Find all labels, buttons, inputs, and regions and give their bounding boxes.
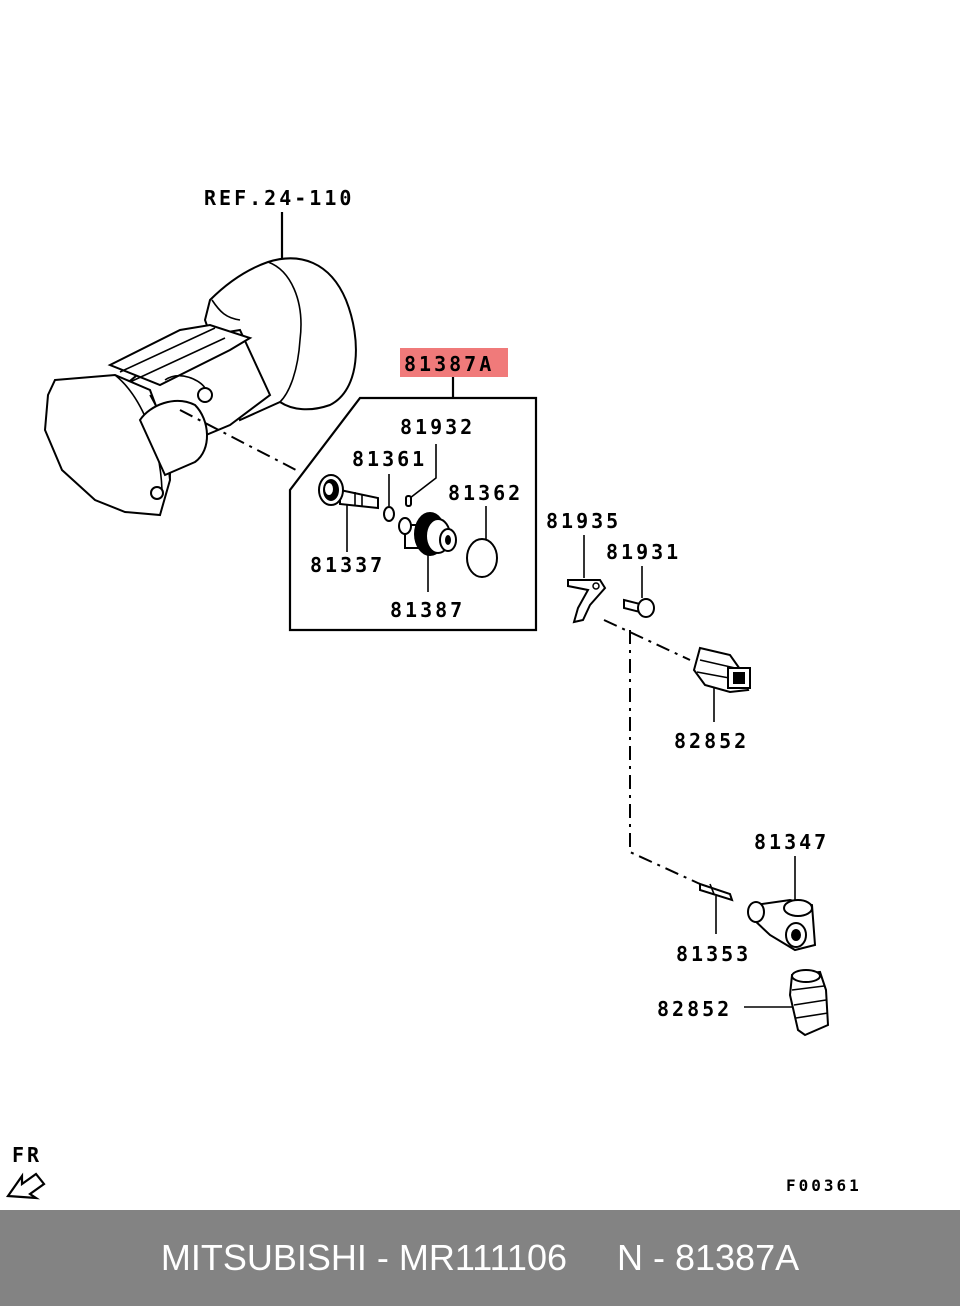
label-82852-lower: 82852 [657, 997, 732, 1021]
pin-81353-drawing [699, 882, 734, 902]
parts-diagram: REF.24-110 81387A 81932 81361 81362 8133… [5, 186, 862, 1200]
part-number-footer: MITSUBISHI - MR111106 N - 81387A [0, 1210, 960, 1306]
label-82852-upper: 82852 [674, 729, 749, 753]
o-ring-large-drawing [466, 538, 498, 578]
pin-drawing [405, 495, 412, 507]
direction-arrow-icon [5, 1172, 46, 1200]
label-81931: 81931 [606, 540, 681, 564]
label-81362: 81362 [448, 481, 523, 505]
kit-label-81387a: 81387A [404, 352, 494, 376]
speed-sensor-lower-drawing [788, 969, 830, 1037]
ref-label: REF.24-110 [204, 186, 354, 210]
figure-code: F00361 [786, 1176, 862, 1195]
bracket-drawing [567, 579, 607, 624]
driven-gear-drawing [398, 512, 457, 556]
label-81337: 81337 [310, 553, 385, 577]
speed-sensor-upper-drawing [692, 646, 751, 694]
label-81353: 81353 [676, 942, 751, 966]
footer-text: MITSUBISHI - MR111106 N - 81387A [160, 1237, 800, 1278]
bracket-to-sensor-dashed-line [603, 619, 691, 661]
label-81387: 81387 [390, 598, 465, 622]
label-81347: 81347 [754, 830, 829, 854]
direction-label: FR [12, 1143, 42, 1167]
highlight-label-bg [400, 348, 508, 377]
transmission-housing-drawing [43, 257, 357, 517]
bracket-to-adapter-dashed-line [629, 630, 701, 885]
bolt-drawing [623, 598, 655, 618]
leader-81932 [409, 444, 437, 499]
o-ring-small-drawing [383, 506, 395, 522]
label-81932: 81932 [400, 415, 475, 439]
kit-outline [288, 396, 538, 632]
label-81361: 81361 [352, 447, 427, 471]
housing-to-kit-dashed-line [179, 409, 297, 471]
adapter-drawing [747, 898, 817, 952]
label-81935: 81935 [546, 509, 621, 533]
drive-gear-shaft-drawing [318, 474, 379, 510]
